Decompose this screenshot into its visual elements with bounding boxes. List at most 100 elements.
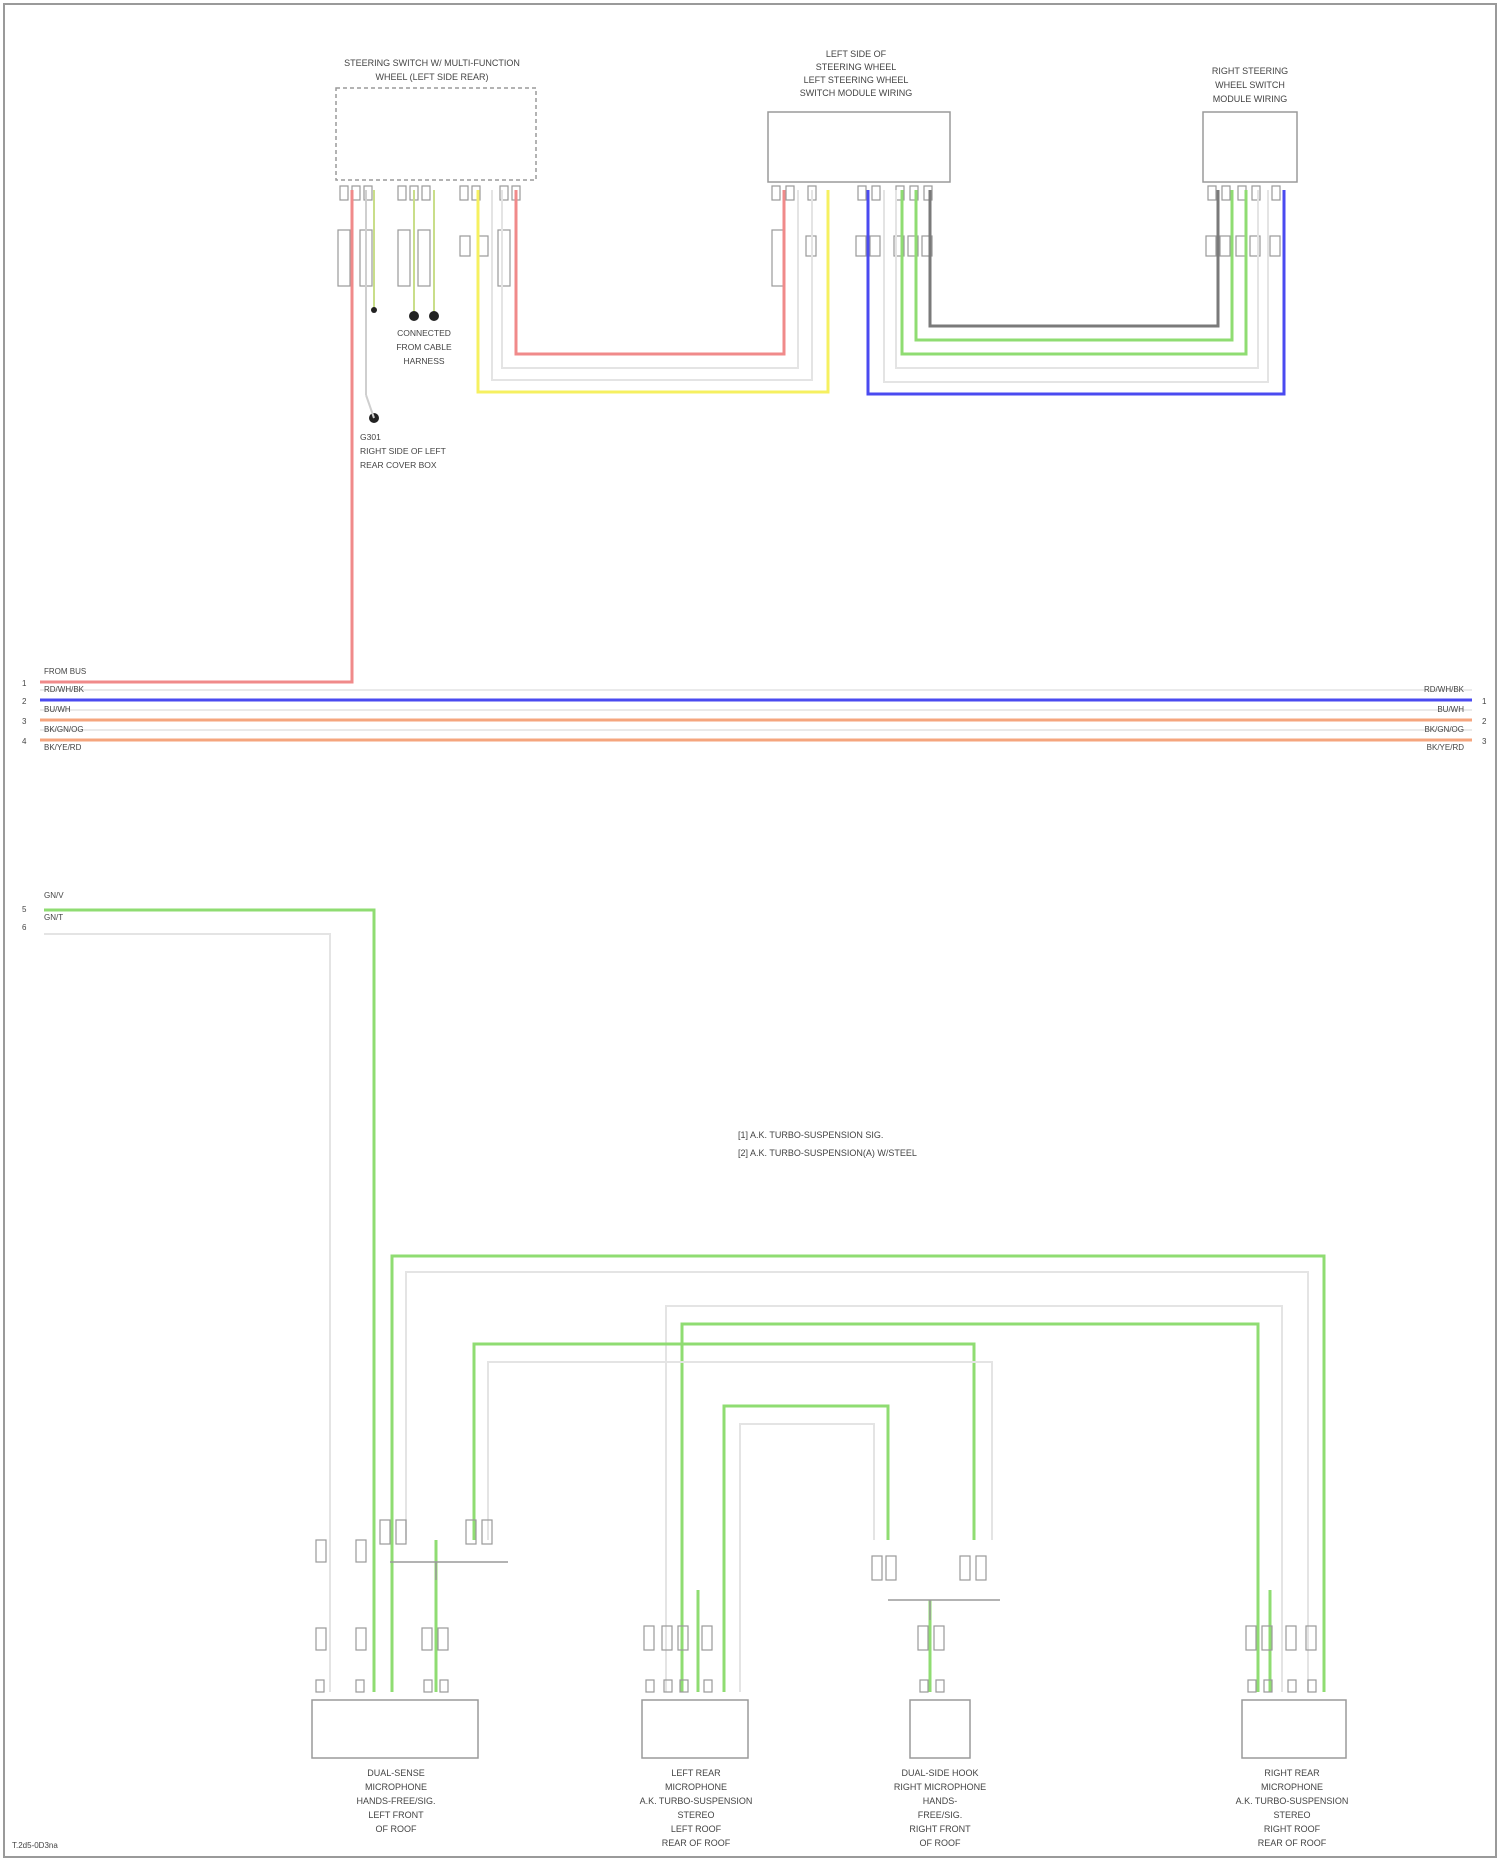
bus-section: FROM BUS RD/WH/BK BU/WH BK/GN/OG BK/YE/R…	[22, 667, 1487, 752]
mic-right-rear-line-3: A.K. TURBO-SUSPENSION	[1236, 1796, 1349, 1806]
wire-grey-loop	[930, 190, 1218, 326]
wire-red-to-bus	[40, 190, 352, 682]
mic-right-front-line-3: HANDS-	[923, 1796, 958, 1806]
right-switch-label-2: WHEEL SWITCH	[1215, 80, 1285, 90]
wire-white-fourth-loop	[740, 1424, 874, 1692]
right-switch-label-3: MODULE WIRING	[1213, 94, 1288, 104]
left-side-switch-label-4: SWITCH MODULE WIRING	[800, 88, 913, 98]
mic-left-front-box	[312, 1700, 478, 1758]
right-switch-label-1: RIGHT STEERING	[1212, 66, 1288, 76]
left-side-switch-label-3: LEFT STEERING WHEEL	[804, 75, 909, 85]
legend-line-2: [2] A.K. TURBO-SUSPENSION(A) W/STEEL	[738, 1148, 917, 1158]
mic-left-rear-box	[642, 1700, 748, 1758]
ground-label-2: RIGHT SIDE OF LEFT	[360, 446, 446, 456]
component-mic-right-front: DUAL-SIDE HOOK RIGHT MICROPHONE HANDS- F…	[894, 1700, 986, 1848]
mic-left-front-line-2: MICROPHONE	[365, 1782, 427, 1792]
steering-switch-label-1: STEERING SWITCH W/ MULTI-FUNCTION	[344, 58, 520, 68]
mic-right-front-line-2: RIGHT MICROPHONE	[894, 1782, 986, 1792]
mic-left-front-line-4: LEFT FRONT	[368, 1810, 424, 1820]
splice-dot-2	[429, 311, 439, 321]
bus-left-label-4: BK/YE/RD	[44, 743, 82, 752]
component-mic-right-rear: RIGHT REAR MICROPHONE A.K. TURBO-SUSPENS…	[1236, 1700, 1349, 1848]
mic-right-front-line-4: FREE/SIG.	[918, 1810, 963, 1820]
mic-right-rear-line-2: MICROPHONE	[1261, 1782, 1323, 1792]
bus-left-label-1: RD/WH/BK	[44, 685, 85, 694]
wire-yellow-loop	[478, 190, 828, 392]
wire-white-loop-1	[492, 190, 812, 380]
mic-right-front-line-6: OF ROOF	[920, 1838, 961, 1848]
mic-right-front-line-1: DUAL-SIDE HOOK	[901, 1768, 978, 1778]
wire-white-top-loop	[406, 1272, 1308, 1692]
legend: [1] A.K. TURBO-SUSPENSION SIG. [2] A.K. …	[738, 1130, 917, 1158]
bus-right-num-3: 3	[1482, 737, 1487, 746]
wire-green-second-loop	[682, 1324, 1258, 1692]
mic-right-rear-line-4: STEREO	[1273, 1810, 1310, 1820]
bus-left-num-1: 1	[22, 679, 27, 688]
mic-left-front-line-5: OF ROOF	[376, 1824, 417, 1834]
bus-left-label-0: FROM BUS	[44, 667, 86, 676]
bus-left-label-2: BU/WH	[44, 705, 71, 714]
mic-left-rear-line-3: A.K. TURBO-SUSPENSION	[640, 1796, 753, 1806]
lower-in-label-2: GN/T	[44, 913, 63, 922]
lower-wires	[44, 910, 1324, 1692]
component-right-switch: RIGHT STEERING WHEEL SWITCH MODULE WIRIN…	[1203, 66, 1297, 182]
mic-right-front-box	[910, 1700, 970, 1758]
left-side-switch-label-2: STEERING WHEEL	[816, 62, 897, 72]
steering-switch-label-2: WHEEL (LEFT SIDE REAR)	[375, 72, 488, 82]
page-border	[4, 4, 1496, 1857]
left-side-switch-pins	[772, 186, 932, 286]
mic-right-rear-line-6: REAR OF ROOF	[1258, 1838, 1327, 1848]
wire-green-fourth-loop	[724, 1406, 888, 1692]
bus-right-label-0: RD/WH/BK	[1424, 685, 1465, 694]
bus-left-num-4: 4	[22, 737, 27, 746]
wire-white-loop-2	[502, 190, 798, 368]
component-steering-switch: STEERING SWITCH W/ MULTI-FUNCTION WHEEL …	[336, 58, 536, 180]
mic-left-front-line-1: DUAL-SENSE	[367, 1768, 425, 1778]
lower-pins	[316, 1520, 1316, 1692]
right-switch-box	[1203, 112, 1297, 182]
steering-switch-box	[336, 88, 536, 180]
component-left-side-switch: LEFT SIDE OF STEERING WHEEL LEFT STEERIN…	[768, 49, 950, 182]
splice-points: CONNECTED FROM CABLE HARNESS G301 RIGHT …	[360, 307, 452, 470]
mic-left-rear-line-6: REAR OF ROOF	[662, 1838, 731, 1848]
bus-right-num-2: 2	[1482, 717, 1487, 726]
component-mic-left-rear: LEFT REAR MICROPHONE A.K. TURBO-SUSPENSI…	[640, 1700, 753, 1848]
bus-left-label-3: BK/GN/OG	[44, 725, 84, 734]
mic-right-rear-box	[1242, 1700, 1346, 1758]
wire-red-loop	[516, 190, 784, 354]
mic-left-front-line-3: HANDS-FREE/SIG.	[356, 1796, 435, 1806]
component-mic-left-front: DUAL-SENSE MICROPHONE HANDS-FREE/SIG. LE…	[312, 1700, 478, 1834]
splice-label-2: FROM CABLE	[396, 342, 452, 352]
wire-green-loop-2	[916, 190, 1232, 340]
bus-right-label-1: BU/WH	[1437, 705, 1464, 714]
splice-dot-1	[409, 311, 419, 321]
mic-left-rear-line-5: LEFT ROOF	[671, 1824, 722, 1834]
ground-label-3: REAR COVER BOX	[360, 460, 437, 470]
bus-right-label-3: BK/YE/RD	[1427, 743, 1465, 752]
wire-white-main	[44, 934, 330, 1692]
bus-right-label-2: BK/GN/OG	[1424, 725, 1464, 734]
splice-dot-3	[371, 307, 377, 313]
bus-left-num-2: 2	[22, 697, 27, 706]
mic-left-rear-line-2: MICROPHONE	[665, 1782, 727, 1792]
left-side-switch-box	[768, 112, 950, 182]
lower-in-num-1: 5	[22, 905, 27, 914]
footer-code: T.2d5-0D3na	[12, 1841, 58, 1850]
lower-in-label-1: GN/V	[44, 891, 64, 900]
bus-left-num-3: 3	[22, 717, 27, 726]
wire-green-main	[44, 910, 374, 1692]
left-side-switch-label-1: LEFT SIDE OF	[826, 49, 887, 59]
bus-right-num-1: 1	[1482, 697, 1487, 706]
mic-left-rear-line-4: STEREO	[677, 1810, 714, 1820]
top-wires	[40, 190, 1284, 682]
wire-green-loop-1	[902, 190, 1246, 354]
wire-green-top-loop	[392, 1256, 1324, 1692]
mic-right-rear-line-1: RIGHT REAR	[1264, 1768, 1320, 1778]
legend-line-1: [1] A.K. TURBO-SUSPENSION SIG.	[738, 1130, 883, 1140]
splice-label-1: CONNECTED	[397, 328, 451, 338]
splice-label-3: HARNESS	[403, 356, 444, 366]
mic-right-rear-line-5: RIGHT ROOF	[1264, 1824, 1321, 1834]
mic-right-front-line-5: RIGHT FRONT	[909, 1824, 971, 1834]
